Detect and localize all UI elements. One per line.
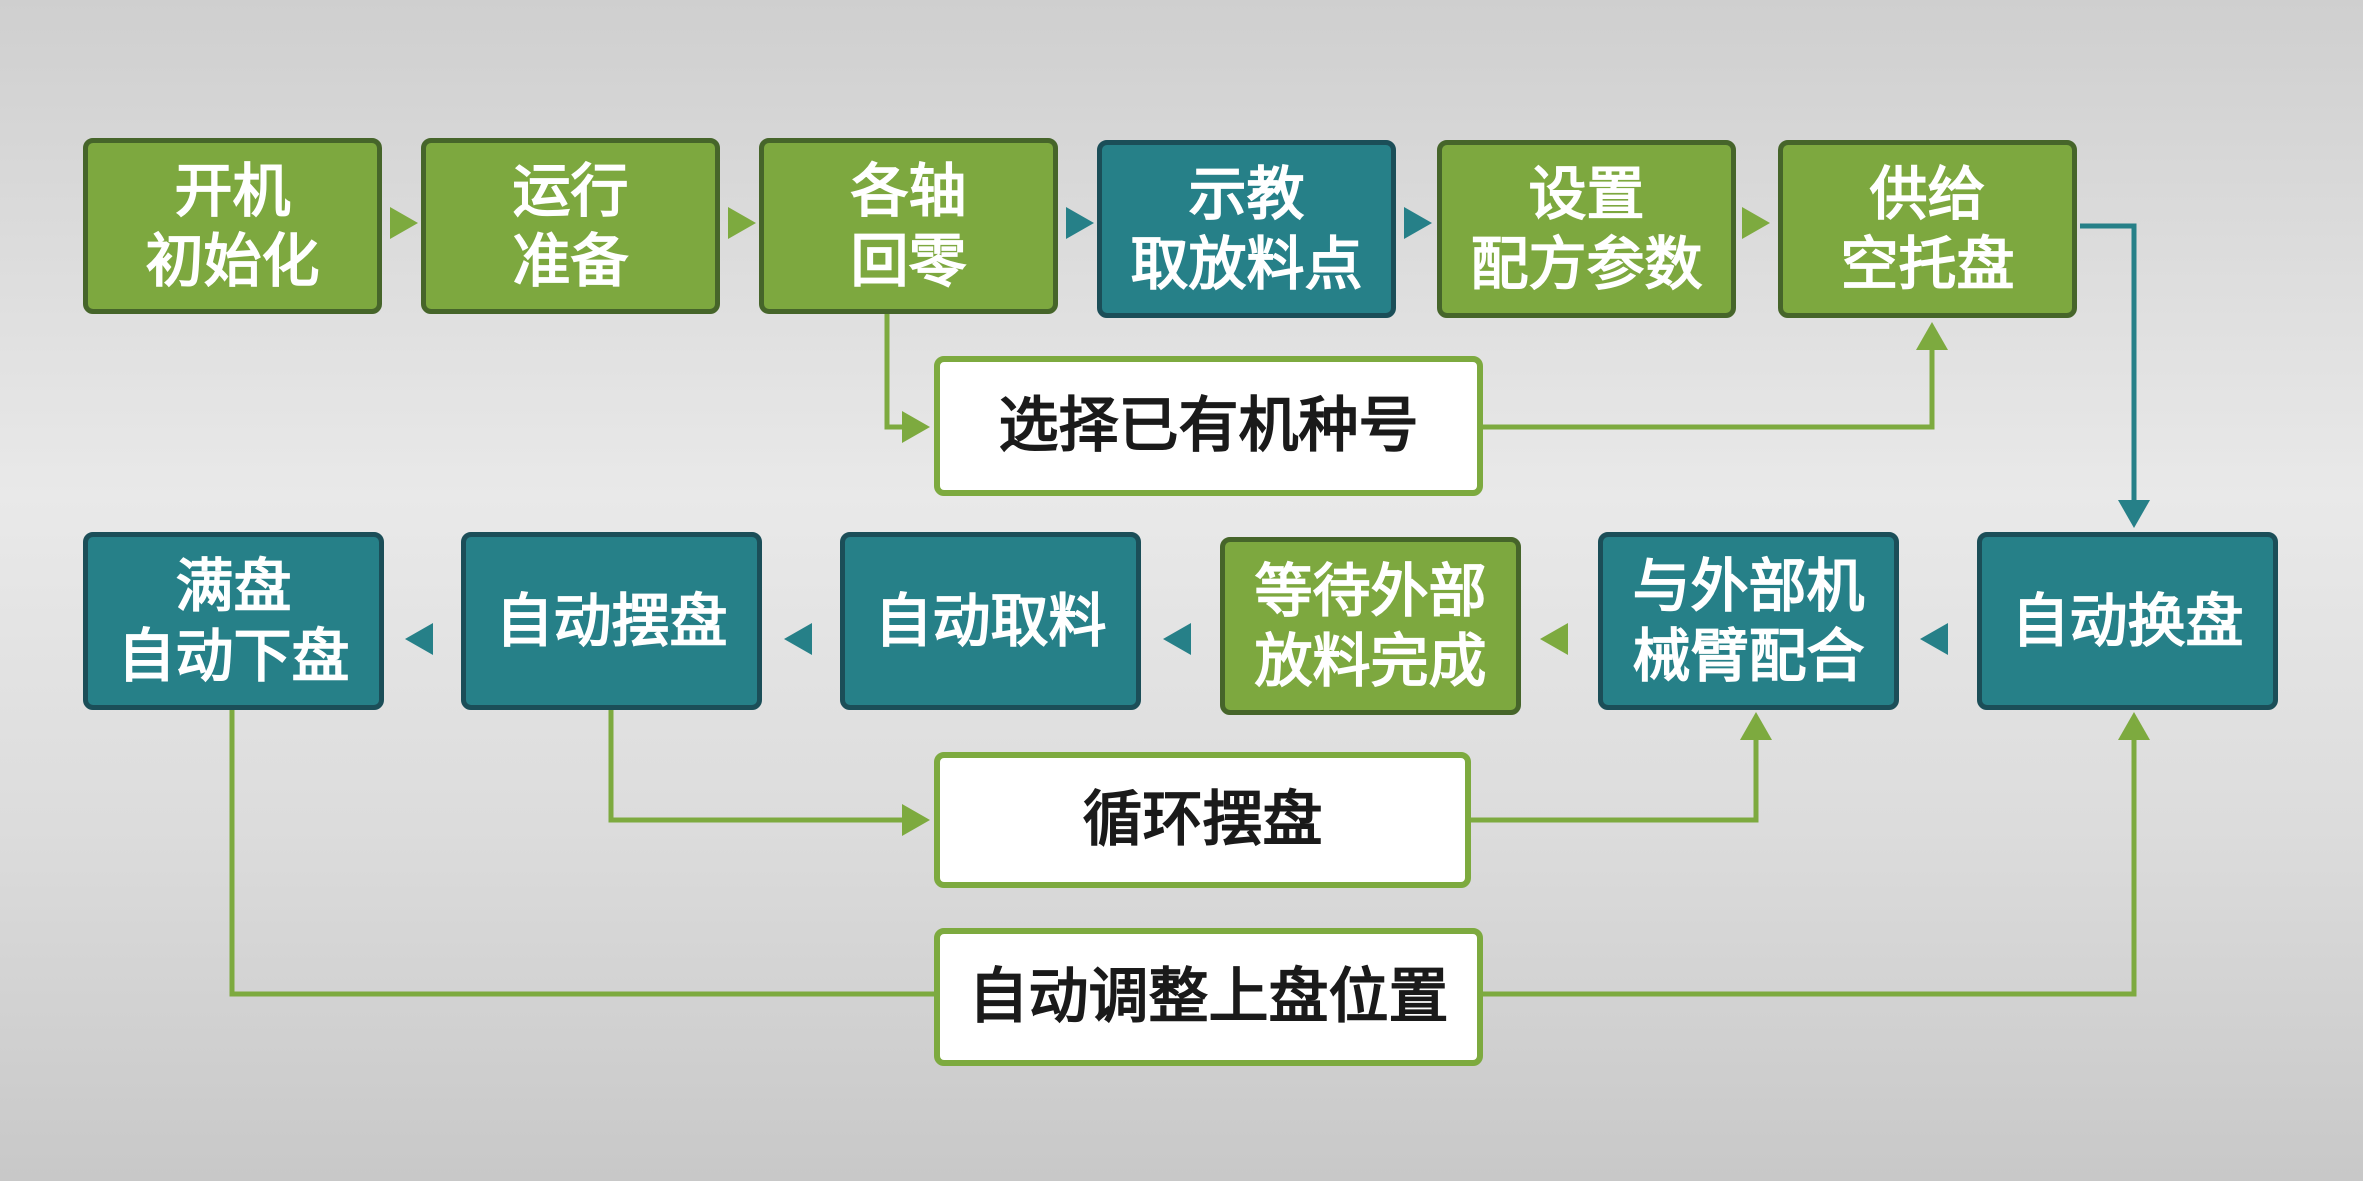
arrow-into-auto-tray-change-bottom	[2118, 712, 2150, 740]
step-auto-pick: 自动取料	[840, 532, 1141, 710]
step-supply-empty-tray: 供给 空托盘	[1778, 140, 2077, 318]
arrow-arm-to-wait	[1540, 623, 1568, 655]
step-auto-adjust-loading-position: 自动调整上盘位置	[934, 928, 1483, 1066]
connector-loop-placing-to-arm-coordination	[1471, 730, 1759, 823]
step-set-recipe-params: 设置 配方参数	[1437, 140, 1736, 318]
arrow-init-to-prepare	[390, 207, 418, 239]
connector-auto-placing-to-loop-placing	[608, 708, 910, 823]
connector-homing-to-select-model	[884, 314, 922, 430]
step-run-prepare: 运行 准备	[421, 138, 720, 314]
connector-supply-tray-to-auto-tray-change	[2080, 223, 2137, 512]
arrow-tray-change-to-arm	[1920, 623, 1948, 655]
step-select-existing-model: 选择已有机种号	[934, 356, 1483, 496]
arrow-pick-to-placing	[784, 623, 812, 655]
step-full-tray-auto-unload: 满盘 自动下盘	[83, 532, 384, 710]
arrow-wait-to-pick	[1163, 623, 1191, 655]
connector-full-tray-to-auto-adjust	[229, 708, 934, 997]
step-coordinate-with-external-arm: 与外部机 械臂配合	[1598, 532, 1899, 710]
arrow-placing-to-full-tray	[405, 623, 433, 655]
arrow-into-supply-tray	[1916, 322, 1948, 350]
arrow-homing-to-teach	[1066, 207, 1094, 239]
arrow-into-auto-tray-change-top	[2118, 500, 2150, 528]
step-auto-tray-change: 自动换盘	[1977, 532, 2278, 710]
arrow-into-arm-coordination	[1740, 712, 1772, 740]
connector-select-model-to-supply-tray	[1481, 340, 1935, 430]
step-loop-tray-placing: 循环摆盘	[934, 752, 1471, 888]
step-auto-tray-placing: 自动摆盘	[461, 532, 762, 710]
arrow-into-select-model	[902, 411, 930, 443]
arrow-teach-to-recipe	[1404, 207, 1432, 239]
arrow-into-loop-placing	[902, 804, 930, 836]
step-axes-homing: 各轴 回零	[759, 138, 1058, 314]
arrow-prepare-to-homing	[728, 207, 756, 239]
step-power-on-init: 开机 初始化	[83, 138, 382, 314]
arrow-recipe-to-supply	[1742, 207, 1770, 239]
step-teach-pick-place-points: 示教 取放料点	[1097, 140, 1396, 318]
connector-auto-adjust-to-auto-tray-change	[1481, 730, 2137, 997]
step-wait-external-placing-done: 等待外部 放料完成	[1220, 537, 1521, 715]
